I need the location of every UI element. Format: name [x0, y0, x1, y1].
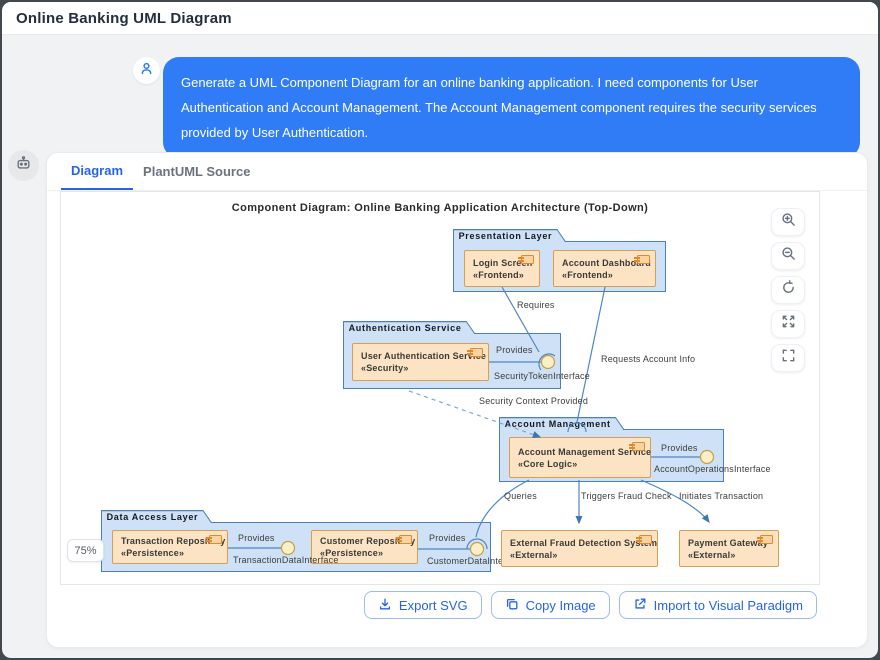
component-icon: [636, 535, 652, 544]
component-account-management-service: Account Management Service «Core Logic»: [509, 437, 651, 478]
tab-source-label: PlantUML Source: [143, 164, 251, 179]
rotate-reset-icon: [781, 280, 796, 300]
component-name: Login Screen: [473, 257, 533, 268]
component-customer-repository: Customer Repository «Persistence»: [311, 530, 418, 564]
tab-plantuml-source[interactable]: PlantUML Source: [133, 153, 260, 190]
package-auth-label: Authentication Service: [348, 322, 462, 333]
edge-initiates-transaction: [640, 479, 710, 523]
zoom-controls: [771, 208, 805, 372]
import-to-visual-paradigm-button[interactable]: Import to Visual Paradigm: [618, 591, 817, 619]
component-icon: [396, 535, 412, 544]
zoom-in-button[interactable]: [771, 208, 805, 236]
component-stereotype: «Core Logic»: [518, 458, 578, 469]
assistant-avatar: [8, 150, 39, 181]
user-message-bubble: Generate a UML Component Diagram for an …: [163, 57, 860, 158]
component-external-fraud-detection: External Fraud Detection System «Externa…: [501, 530, 658, 567]
component-stereotype: «Frontend»: [473, 269, 525, 280]
copy-image-button[interactable]: Copy Image: [490, 591, 610, 619]
component-name: Account Dashboard: [562, 257, 651, 268]
component-icon: [467, 348, 483, 357]
component-name: Transaction Repository: [121, 536, 226, 546]
package-account-label: Account Management: [504, 418, 611, 429]
copy-image-label: Copy Image: [525, 597, 596, 613]
component-stereotype: «Persistence»: [121, 548, 185, 558]
label-provides-security: Provides: [496, 345, 533, 355]
component-payment-gateway: Payment Gateway «External»: [679, 530, 779, 567]
label-account-operations-interface: AccountOperationsInterface: [654, 464, 771, 474]
zoom-in-icon: [781, 212, 796, 232]
app-header: Online Banking UML Diagram: [2, 2, 878, 35]
page-title: Online Banking UML Diagram: [16, 9, 232, 27]
component-icon: [518, 255, 534, 264]
robot-icon: [15, 155, 32, 177]
component-login-screen: Login Screen «Frontend»: [464, 250, 540, 287]
component-stereotype: «External»: [510, 549, 558, 560]
fullscreen-corners-icon: [781, 348, 796, 368]
component-stereotype: «Persistence»: [320, 548, 384, 558]
component-stereotype: «Frontend»: [562, 269, 614, 280]
label-initiates-transaction: Initiates Transaction: [679, 491, 764, 501]
label-security-token-interface: SecurityTokenInterface: [494, 371, 590, 381]
copy-icon: [505, 597, 519, 614]
component-name: User Authentication Service: [361, 351, 487, 361]
download-icon: [378, 597, 392, 614]
component-stereotype: «External»: [688, 549, 736, 560]
reset-view-button[interactable]: [771, 276, 805, 304]
component-transaction-repository: Transaction Repository «Persistence»: [112, 530, 228, 564]
zoom-level-badge: 75%: [67, 539, 104, 562]
diagram-card: Diagram PlantUML Source Component Diagra…: [46, 152, 868, 648]
user-person-icon: [139, 61, 154, 81]
export-svg-label: Export SVG: [398, 597, 468, 613]
import-vp-label: Import to Visual Paradigm: [653, 597, 803, 613]
expand-button[interactable]: [771, 310, 805, 338]
label-requests-account-info: Requests Account Info: [601, 354, 696, 364]
tab-diagram-label: Diagram: [71, 163, 124, 178]
export-svg-button[interactable]: Export SVG: [363, 591, 482, 619]
component-icon: [206, 535, 222, 544]
component-user-authentication-service: User Authentication Service «Security»: [352, 343, 489, 381]
tab-diagram[interactable]: Diagram: [61, 153, 134, 190]
package-data-label: Data Access Layer: [106, 511, 199, 522]
component-account-dashboard: Account Dashboard «Frontend»: [553, 250, 656, 287]
diagram-canvas[interactable]: Component Diagram: Online Banking Applic…: [60, 191, 820, 585]
label-provides-account-ops: Provides: [661, 443, 698, 453]
expand-arrows-icon: [781, 314, 796, 334]
label-provides-cust-data: Provides: [429, 533, 466, 543]
user-message-text: Generate a UML Component Diagram for an …: [181, 75, 817, 140]
label-provides-tx-data: Provides: [238, 533, 275, 543]
label-queries: Queries: [504, 491, 537, 501]
package-presentation-label: Presentation Layer: [458, 230, 553, 241]
component-icon: [634, 255, 650, 264]
component-name: Payment Gateway: [688, 537, 769, 548]
tab-bar: Diagram PlantUML Source: [47, 153, 867, 191]
user-avatar: [133, 57, 160, 84]
component-stereotype: «Security»: [361, 363, 409, 373]
component-name: Customer Repository: [320, 536, 416, 546]
external-link-icon: [633, 597, 647, 614]
label-security-context-provided: Security Context Provided: [479, 396, 589, 406]
label-requires: Requires: [517, 300, 555, 310]
diagram-title: Component Diagram: Online Banking Applic…: [231, 202, 649, 214]
zoom-out-button[interactable]: [771, 242, 805, 270]
zoom-out-icon: [781, 246, 796, 266]
label-transaction-data-interface: TransactionDataInterface: [233, 555, 339, 565]
fit-screen-button[interactable]: [771, 344, 805, 372]
component-icon: [629, 442, 645, 451]
label-triggers-fraud-check: Triggers Fraud Check: [581, 491, 672, 501]
action-bar: Export SVG Copy Image Import to Visual P…: [363, 591, 817, 619]
component-name: Account Management Service: [518, 446, 652, 457]
label-customer-data-interface: CustomerDataInterface: [427, 556, 525, 566]
component-icon: [757, 535, 773, 544]
component-name: External Fraud Detection System: [510, 537, 658, 548]
